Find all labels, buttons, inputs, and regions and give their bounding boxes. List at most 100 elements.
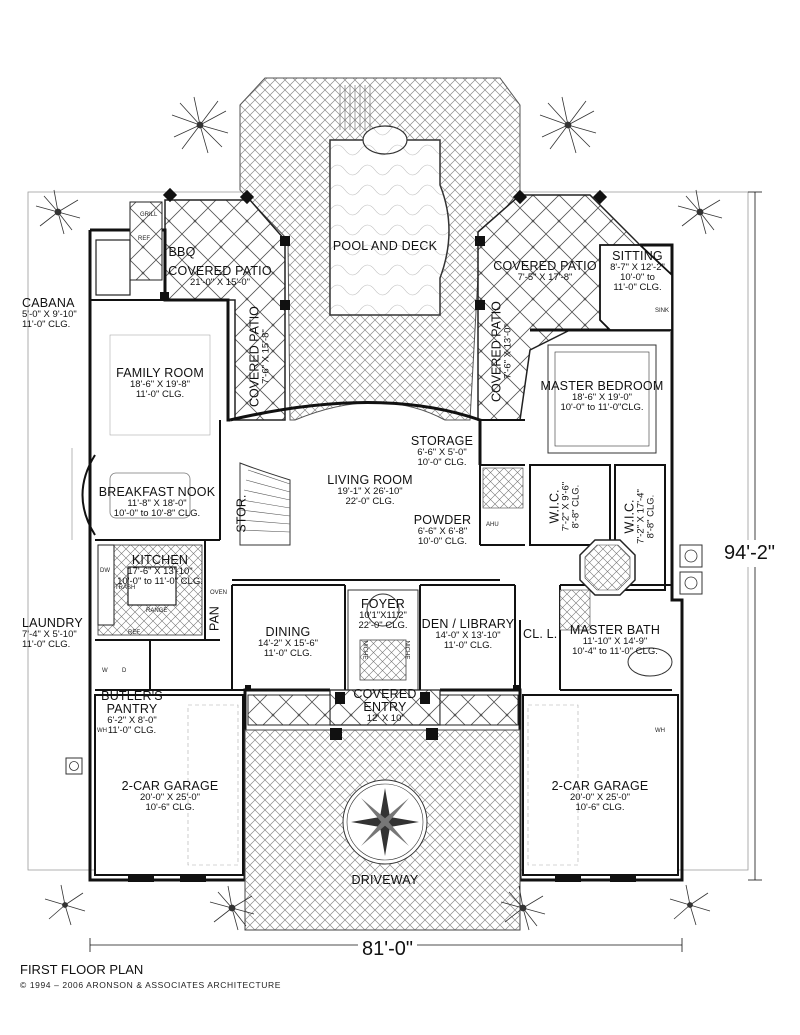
grill-label: GRILL	[140, 212, 158, 218]
dining-label: DINING 14'-2" X 15'-6" 11'-0" CLG.	[232, 625, 344, 660]
cabana-clg: 11'-0" CLG.	[22, 319, 71, 331]
bbq-label: BBQ	[162, 245, 202, 259]
pan-name: PAN	[207, 606, 222, 631]
cabana-name: CABANA	[22, 296, 75, 310]
breakfast-nook-dims: 11'-8" X 18'-0"	[127, 498, 187, 510]
family-room-dims: 18'-6" X 19'-8"	[129, 379, 190, 391]
living-room-clg: 22'-0" CLG.	[345, 496, 395, 508]
ref-label-bbq: REF	[138, 236, 150, 242]
breakfast-nook-label: BREAKFAST NOOK 11'-8" X 18'-0" 10'-0" to…	[92, 485, 222, 520]
butlers-pantry-dims: 6'-2" X 8'-0"	[107, 715, 157, 727]
butlers-pantry-name: BUTLER'S	[101, 689, 163, 703]
depth-dimension: 94'-2"	[724, 540, 775, 567]
living-room-label: LIVING ROOM 19'-1" X 26'-10" 22'-0" CLG.	[315, 473, 425, 508]
bbq-name: BBQ	[168, 245, 196, 259]
range-label: RANGE	[146, 608, 168, 614]
linen-name: L.	[546, 627, 558, 641]
niche-label-left: NICHE	[361, 640, 368, 660]
master-bath-label: MASTER BATH 11'-10" X 14'-9" 10'-4" to 1…	[560, 623, 670, 658]
living-room-name: LIVING ROOM	[327, 473, 413, 487]
storage-name: STORAGE	[410, 434, 474, 448]
covered-patio-right-label: COVERED PATIO 7'-5" X 17'-8"	[485, 259, 605, 284]
garage-right-label: 2-CAR GARAGE 20'-0" X 25'-0" 10'-6" CLG.	[530, 779, 670, 814]
covered-patio-right-v-dims: 7'-6" X 13'-0"	[502, 324, 514, 379]
kitchen-dims: 17'-6" X 13'-10"	[127, 566, 193, 578]
pool	[329, 139, 450, 316]
garage-right-name: 2-CAR GARAGE	[551, 779, 649, 793]
den-library-dims: 14'-0" X 13'-10"	[435, 630, 501, 642]
cabana-dims: 5'-0" X 9'-10"	[22, 309, 77, 321]
foyer-label: FOYER 10'1"X11'2" 22'-0" CLG.	[348, 597, 418, 632]
foyer-name: FOYER	[360, 597, 406, 611]
covered-patio-right-dims: 7'-5" X 17'-8"	[517, 272, 573, 284]
covered-entry-label: COVERED ENTRY 12' X 10'	[340, 687, 430, 724]
den-library-label: DEN / LIBRARY 14'-0" X 13'-10" 11'-0" CL…	[418, 617, 518, 652]
master-bath-dims: 11'-10" X 14'-9"	[582, 636, 648, 648]
wh-label-left: WH	[97, 728, 107, 734]
wic1-clg: 8'-8" CLG.	[570, 484, 582, 529]
storage-label: STORAGE 6'-6" X 5'-0" 10'-0" CLG.	[402, 434, 482, 469]
cabana-label: CABANA 5'-0" X 9'-10" 11'-0" CLG.	[22, 296, 92, 331]
garage-left-name: 2-CAR GARAGE	[121, 779, 219, 793]
covered-patio-left-dims: 21'-0" X 15'-0"	[189, 277, 250, 289]
butlers-pantry-name2: PANTRY	[106, 702, 158, 717]
niche-label-right: NICHE	[403, 640, 410, 660]
foyer-dims: 10'1"X11'2"	[359, 610, 407, 622]
powder-dims: 6'-6" X 6'-8"	[417, 526, 468, 538]
kitchen-name: KITCHEN	[131, 553, 189, 567]
linen-label: L.	[544, 627, 560, 641]
sitting-dims: 8'-7" X 12'-2"	[610, 262, 665, 274]
driveway-label: DRIVEWAY	[340, 873, 430, 887]
covered-entry-name2: ENTRY	[363, 700, 407, 715]
ahu-label: AHU	[486, 522, 499, 528]
garage-right-dims: 20'-0" X 25'-0"	[569, 792, 630, 804]
living-room-dims: 19'-1" X 26'-10"	[337, 486, 403, 498]
covered-patio-left-v-label: COVERED PATIO 7'-6" X 15'-8"	[247, 302, 272, 412]
storage-clg: 10'-0" CLG.	[417, 457, 467, 469]
powder-name: POWDER	[413, 513, 472, 527]
covered-patio-left-v-dims: 7'-6" X 15'-8"	[260, 329, 272, 384]
foyer-clg: 22'-0" CLG.	[358, 620, 408, 632]
master-bath-clg: 10'-4" to 11'-0" CLG.	[572, 646, 658, 658]
butlers-pantry-label: BUTLER'S PANTRY 6'-2" X 8'-0" 11'-0" CLG…	[92, 689, 172, 737]
master-bedroom-dims: 18'-6" X 19'-0"	[571, 392, 632, 404]
kitchen-label: KITCHEN 17'-6" X 13'-10" 10'-0" to 11'-0…	[100, 553, 220, 587]
sitting-label: SITTING 8'-7" X 12'-2" 10'-0" to 11'-0" …	[600, 249, 675, 293]
wic2-label: W.I.C. 7'-2" X 17'-4" 8'-8" CLG.	[622, 482, 656, 552]
den-library-name: DEN / LIBRARY	[421, 617, 515, 631]
driveway-name: DRIVEWAY	[351, 873, 419, 887]
laundry-label: LAUNDRY 7'-4" X 5'-10" 11'-0" CLG.	[22, 616, 92, 651]
breakfast-nook-clg: 10'-0" to 10'-8" CLG.	[113, 508, 201, 520]
family-room-name: FAMILY ROOM	[116, 366, 204, 380]
wic1-label: W.I.C. 7'-2" X 9'-6" 8'-8" CLG.	[547, 472, 582, 542]
covered-entry-name: COVERED	[353, 687, 417, 701]
dryer-label: D	[122, 668, 127, 674]
plan-title: FIRST FLOOR PLAN	[20, 962, 144, 977]
laundry-clg: 11'-0" CLG.	[22, 639, 71, 651]
dining-clg: 11'-0" CLG.	[263, 648, 313, 660]
sink-label: SINK	[655, 308, 670, 314]
family-room-clg: 11'-0" CLG.	[135, 389, 185, 401]
family-room-label: FAMILY ROOM 18'-6" X 19'-8" 11'-0" CLG.	[100, 366, 220, 401]
master-bedroom-name: MASTER BEDROOM	[540, 379, 664, 393]
width-dimension: 81'-0"	[358, 938, 417, 961]
laundry-name: LAUNDRY	[22, 616, 83, 630]
oven-label: OVEN	[210, 590, 228, 596]
breakfast-nook-name: BREAKFAST NOOK	[98, 485, 216, 499]
powder-label: POWDER 6'-6" X 6'-8" 10'-0" CLG.	[405, 513, 480, 547]
garage-right-clg: 10'-6" CLG.	[575, 802, 625, 814]
master-bedroom-clg: 10'-0" to 11'-0"CLG.	[560, 402, 644, 414]
sitting-name: SITTING	[612, 249, 663, 263]
garage-left-label: 2-CAR GARAGE 20'-0" X 25'-0" 10'-6" CLG.	[100, 779, 240, 813]
laundry-dims: 7'-4" X 5'-10"	[22, 629, 77, 641]
garage-left-dims: 20'-0" X 25'-0"	[139, 792, 200, 804]
covered-patio-left-name: COVERED PATIO	[168, 264, 272, 278]
washer-label: W	[102, 668, 108, 674]
wh-label-right: WH	[655, 728, 665, 734]
butlers-pantry-clg: 11'-0" CLG.	[107, 725, 157, 737]
master-bath-name: MASTER BATH	[569, 623, 661, 637]
den-library-clg: 11'-0" CLG.	[443, 640, 493, 652]
closet-label: CL.	[522, 627, 544, 641]
covered-patio-left-label: COVERED PATIO 21'-0" X 15'-0"	[160, 264, 280, 289]
